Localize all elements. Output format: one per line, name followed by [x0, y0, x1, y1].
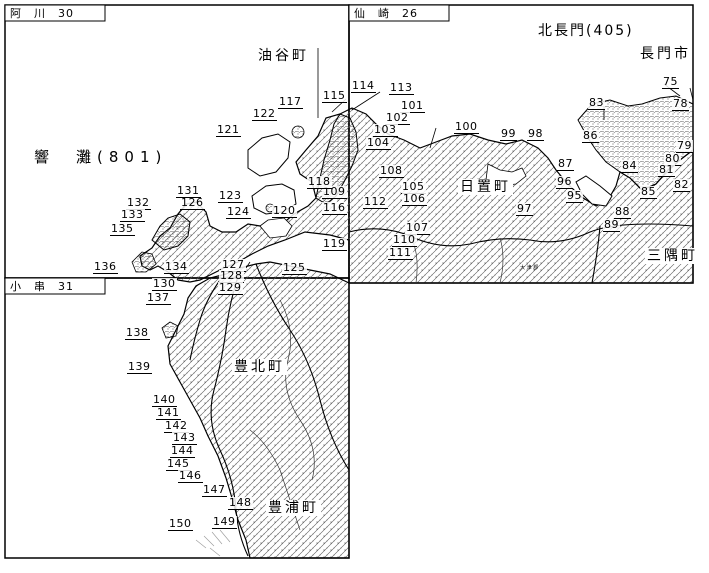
point-label: 148: [228, 496, 253, 510]
point-label: 136: [93, 260, 118, 274]
point-label: 133: [120, 208, 145, 222]
point-label: 126: [180, 196, 205, 210]
point-label: 110: [392, 233, 417, 247]
water-bay-west: [259, 217, 293, 239]
point-label: 96: [556, 175, 573, 189]
point-label: 78: [672, 97, 689, 111]
map-note: 大 津 郡: [520, 265, 539, 271]
point-label: 111: [388, 246, 413, 260]
point-label: 150: [168, 517, 193, 531]
town-heki: 日置町: [458, 179, 513, 195]
town-hohoku: 豊北町: [232, 359, 287, 375]
region-kitanagato: 北長門(405): [538, 23, 634, 39]
point-label: 97: [516, 202, 533, 216]
point-label: 84: [621, 159, 638, 173]
point-label: 114: [351, 79, 376, 93]
point-label: 116: [322, 201, 347, 215]
point-label: 82: [673, 178, 690, 192]
point-label: 144: [170, 444, 195, 458]
town-misumi: 三隅町: [645, 248, 700, 264]
point-label: 118: [307, 175, 332, 189]
point-label: 108: [379, 164, 404, 178]
point-label: 131: [176, 184, 201, 198]
water-bay-east: [575, 175, 613, 207]
town-yuya: 油谷町: [258, 48, 309, 64]
point-label: 113: [389, 81, 414, 95]
point-label: 121: [216, 123, 241, 137]
point-label: 139: [127, 360, 152, 374]
point-label: 79: [676, 139, 693, 153]
town-toyoura: 豊浦町: [266, 500, 321, 516]
point-label: 88: [614, 205, 631, 219]
point-label: 86: [582, 129, 599, 143]
point-label: 137: [146, 291, 171, 305]
town-nagato: 長門市: [640, 46, 691, 62]
point-label: 129: [218, 281, 243, 295]
point-label: 117: [278, 95, 303, 109]
point-label: 101: [400, 99, 425, 113]
island-121: [247, 133, 291, 177]
point-label: 106: [402, 192, 427, 206]
point-label: 141: [156, 406, 181, 420]
point-label: 140: [152, 393, 177, 407]
sea-hibikinada: 響 灘(801): [34, 148, 168, 166]
land-south: [167, 261, 350, 559]
point-label: 122: [252, 107, 277, 121]
point-label: 103: [373, 123, 398, 137]
point-label: 98: [527, 127, 544, 141]
point-label: 147: [202, 483, 227, 497]
point-label: 124: [226, 205, 251, 219]
sheet-label-senzaki: 仙 崎 26: [354, 7, 418, 20]
point-label: 107: [405, 221, 430, 235]
point-label: 125: [282, 261, 307, 275]
point-label: 95: [566, 189, 583, 203]
point-label: 99: [500, 127, 517, 141]
point-label: 100: [454, 120, 479, 134]
point-label: 85: [640, 185, 657, 199]
sheet-label-ogushi: 小 串 31: [10, 280, 74, 293]
point-label: 149: [212, 515, 237, 529]
point-label: 120: [272, 204, 297, 218]
point-label: 123: [218, 189, 243, 203]
point-label: 89: [603, 218, 620, 232]
point-label: 109: [322, 185, 347, 199]
sheet-label-agawa: 阿 川 30: [10, 7, 74, 20]
point-label: 87: [557, 157, 574, 171]
point-label: 75: [662, 75, 679, 89]
island-135: [131, 251, 157, 273]
point-label: 115: [322, 89, 347, 103]
point-label: 146: [178, 469, 203, 483]
point-label: 112: [363, 195, 388, 209]
point-label: 130: [152, 277, 177, 291]
point-label: 104: [366, 136, 391, 150]
point-label: 138: [125, 326, 150, 340]
point-label: 81: [658, 163, 675, 177]
island-132-133: [151, 213, 191, 251]
point-label: 119: [322, 237, 347, 251]
point-label: 135: [110, 222, 135, 236]
point-label: 143: [172, 431, 197, 445]
point-label: 83: [588, 96, 605, 110]
point-label: 134: [164, 260, 189, 274]
water-hatch: [195, 529, 231, 557]
